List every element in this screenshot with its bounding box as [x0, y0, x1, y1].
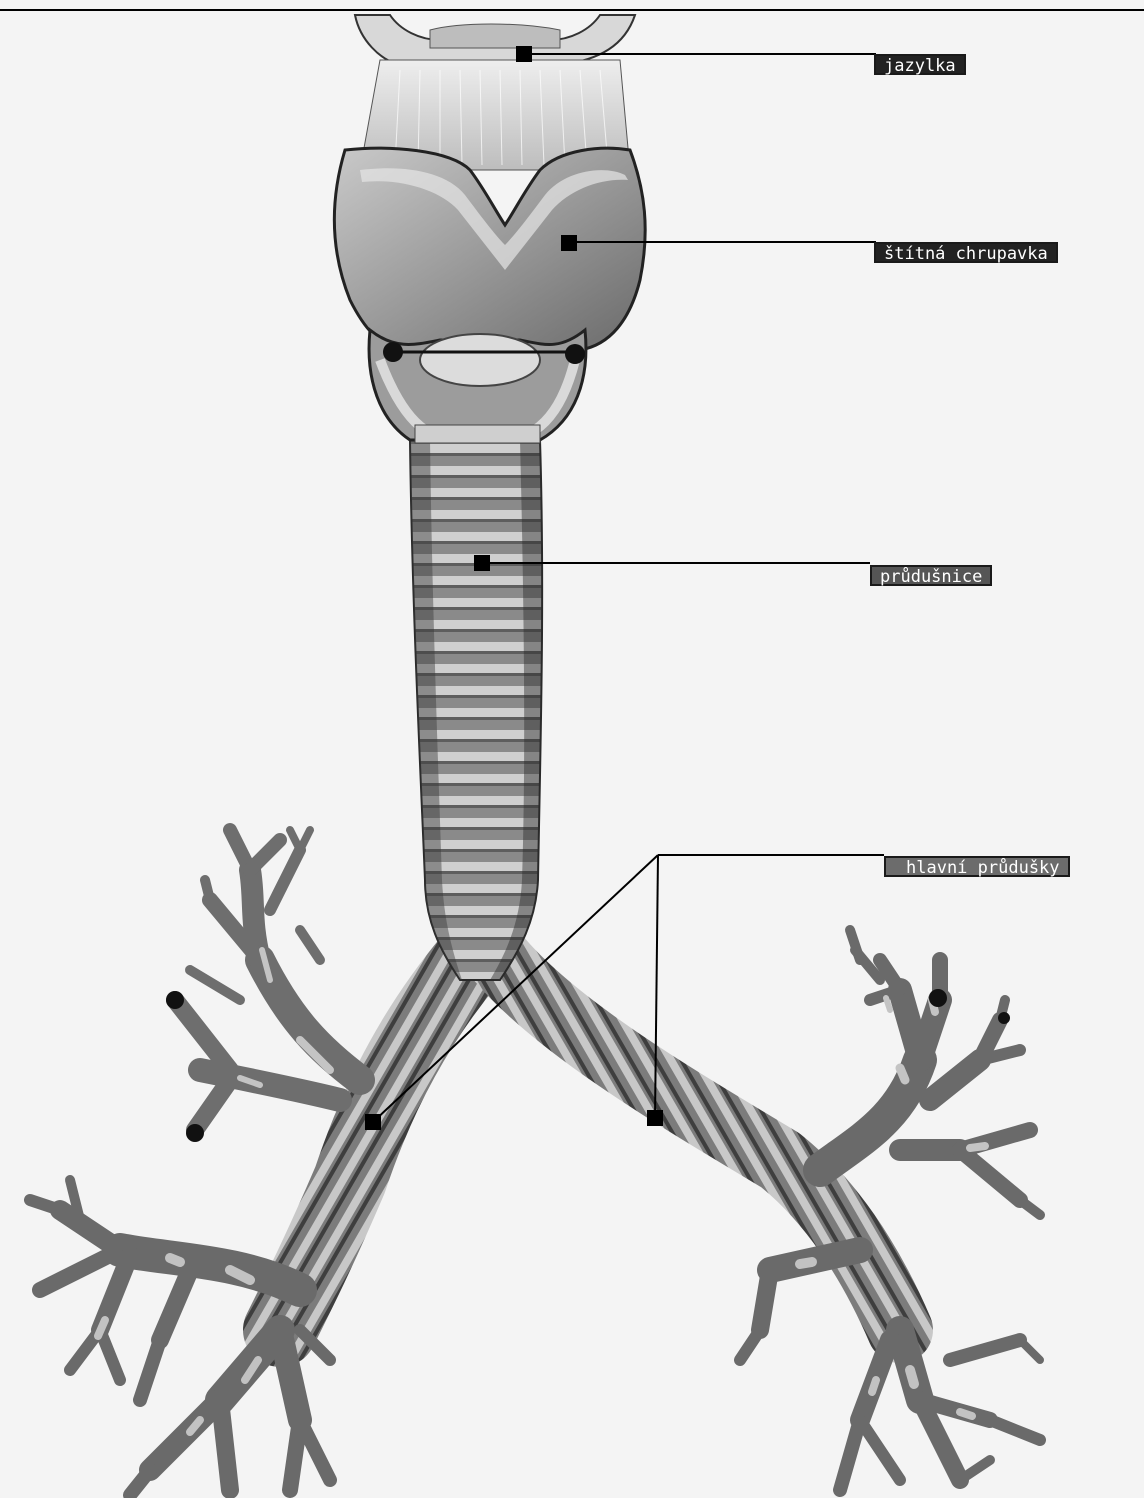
bronchus-end — [929, 989, 947, 1007]
trachea — [410, 440, 542, 980]
marker-hyoid — [516, 46, 532, 62]
marker-right-bronchus — [647, 1110, 663, 1126]
bronchus-end — [998, 1012, 1010, 1024]
label-thyroid-cartilage: štítná chrupavka — [874, 242, 1058, 263]
bronchial-tree — [30, 830, 1040, 1495]
cricothyroid-membrane — [420, 334, 540, 386]
left-lower-branches — [30, 1180, 330, 1495]
bronchus-end — [186, 1124, 204, 1142]
larynx — [334, 15, 645, 443]
right-upper-branches — [820, 930, 1040, 1215]
bronchus-end — [166, 991, 184, 1009]
label-trachea: průdušnice — [870, 565, 992, 586]
marker-left-bronchus — [365, 1114, 381, 1130]
label-main-bronchi: hlavní průdušky — [884, 856, 1070, 877]
marker-trachea — [474, 555, 490, 571]
marker-thyroid — [561, 235, 577, 251]
label-hyoid: jazylka — [874, 54, 966, 75]
